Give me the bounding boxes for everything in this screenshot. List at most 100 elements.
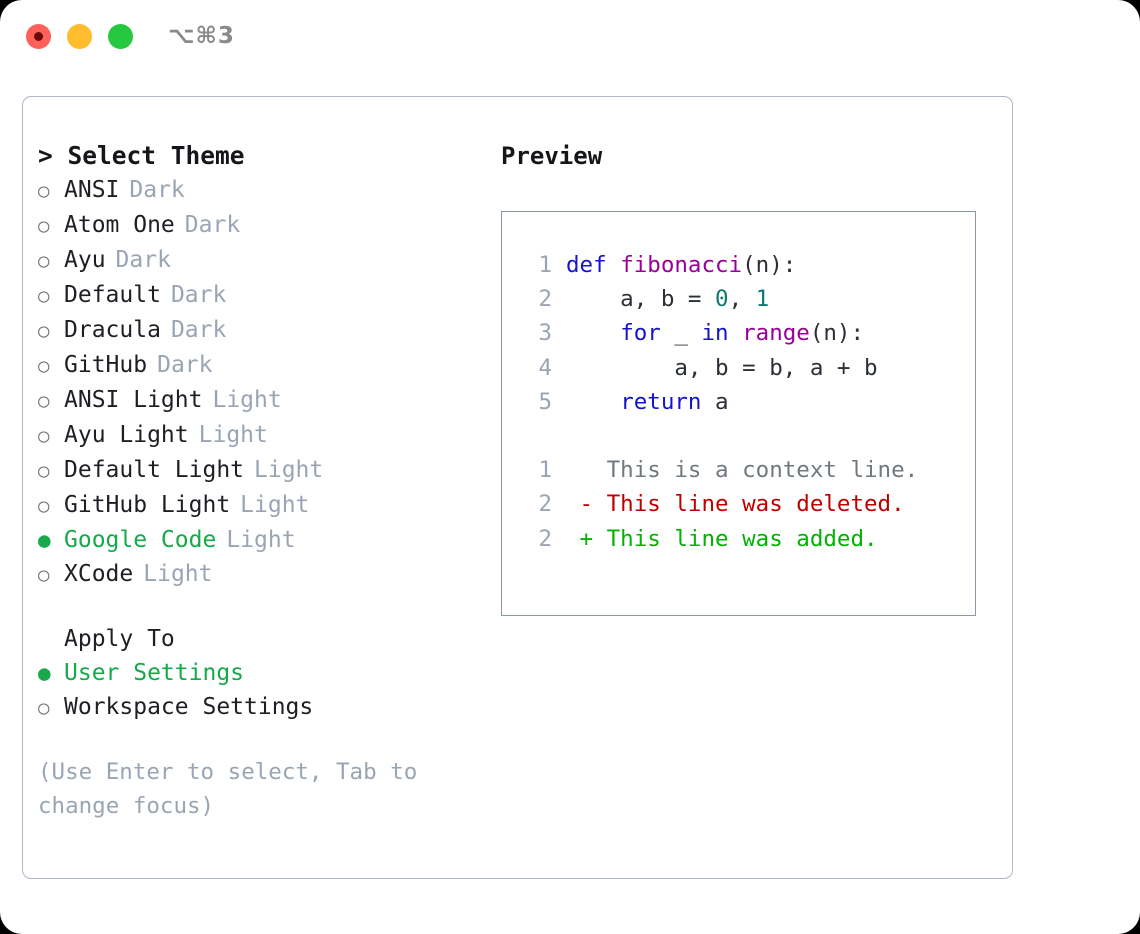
window-controls (26, 24, 133, 49)
theme-option-label: GitHub Light (64, 492, 231, 518)
code-line: 2 a, b = 0, 1 (520, 282, 975, 316)
radio-unselected-icon: ○ (38, 425, 50, 447)
line-number: 4 (538, 354, 552, 381)
theme-option[interactable]: ● Google Code Light (38, 523, 478, 557)
token-kw: for (620, 320, 661, 347)
page-title: > Select Theme (38, 141, 245, 170)
minimize-button[interactable] (67, 24, 92, 49)
code-text: for _ in range(n): (566, 316, 864, 350)
theme-option-label: Ayu (64, 247, 106, 273)
theme-variant-label: Light (254, 457, 324, 483)
line-number: 5 (538, 388, 552, 415)
theme-option-label: Default (64, 282, 161, 308)
theme-variant-label: Dark (157, 352, 213, 378)
maximize-button[interactable] (108, 24, 133, 49)
code-text: a, b = b, a + b (566, 351, 878, 385)
token-fn: range (742, 320, 810, 347)
radio-unselected-icon: ○ (38, 215, 50, 237)
diff-sample: 1 This is a context line.2 - This line w… (520, 453, 975, 556)
apply-to-option[interactable]: ○Workspace Settings (38, 690, 478, 725)
preview-title: Preview (501, 142, 603, 170)
apply-to-heading: Apply To (64, 626, 175, 652)
close-button[interactable] (26, 24, 51, 49)
code-text: a, b = 0, 1 (566, 282, 769, 316)
theme-option-label: GitHub (64, 352, 148, 378)
radio-unselected-icon: ○ (38, 320, 50, 342)
token-pln: (n): (809, 320, 865, 347)
theme-option[interactable]: ○ XCode Light (38, 557, 478, 592)
token-add: + This line was added. (566, 525, 878, 552)
theme-option-label: ANSI (64, 177, 120, 203)
diff-line: 2 + This line was added. (520, 522, 975, 556)
theme-option-label: ANSI Light (64, 387, 203, 413)
radio-selected-icon: ● (38, 661, 51, 685)
theme-option[interactable]: ○ ANSI Light Light (38, 383, 478, 418)
line-number: 2 (538, 286, 552, 313)
theme-option-label: Default Light (64, 457, 245, 483)
theme-variant-label: Dark (129, 177, 185, 203)
diff-line: 1 This is a context line. (520, 453, 975, 487)
radio-unselected-icon: ○ (38, 564, 50, 586)
theme-variant-label: Light (212, 387, 282, 413)
token-kw: in (701, 320, 729, 347)
theme-variant-label: Light (198, 422, 268, 448)
theme-option[interactable]: ○ Default Light Light (38, 453, 478, 488)
token-pln: , (728, 286, 756, 313)
theme-variant-label: Dark (184, 212, 241, 238)
radio-unselected-icon: ○ (38, 460, 50, 482)
theme-option[interactable]: ○ Ayu Light Light (38, 418, 478, 453)
keyboard-hint-text: (Use Enter to select, Tab to change focu… (38, 759, 418, 819)
code-line: 4 a, b = b, a + b (520, 351, 975, 385)
radio-selected-icon: ● (38, 528, 51, 552)
code-text: This is a context line. (566, 453, 919, 487)
title-bar: ⌥⌘3 (0, 0, 1140, 78)
token-ctx: This is a context line. (566, 457, 919, 484)
code-text: return a (566, 385, 729, 419)
theme-option-label: Dracula (64, 317, 161, 343)
diff-line: 2 - This line was deleted. (520, 487, 975, 521)
token-pln: a, b = (566, 286, 716, 313)
theme-variant-label: Light (226, 527, 296, 553)
token-num: 1 (755, 286, 770, 313)
apply-to-option[interactable]: ●User Settings (38, 656, 478, 690)
code-text: + This line was added. (566, 522, 878, 556)
code-text: def fibonacci(n): (566, 248, 796, 282)
code-spacer (520, 419, 975, 453)
token-kw: return (620, 388, 702, 415)
apply-to-option-label: Workspace Settings (64, 694, 314, 720)
line-number: 1 (538, 457, 552, 484)
token-pln: (n): (742, 252, 797, 278)
apply-to-list: ●User Settings○Workspace Settings (38, 656, 478, 725)
theme-variant-label: Dark (170, 282, 227, 308)
token-pln (729, 320, 743, 346)
theme-variant-label: Light (143, 561, 213, 587)
line-number: 3 (538, 320, 552, 347)
radio-unselected-icon: ○ (38, 390, 50, 412)
token-pln: _ (660, 320, 702, 347)
line-number: 2 (538, 525, 552, 552)
theme-option-label: Ayu Light (64, 422, 189, 448)
token-pln: a (701, 388, 729, 415)
theme-variant-label: Light (240, 492, 310, 518)
token-kw: def (566, 252, 621, 278)
token-pln: a, b = b, a + b (566, 354, 878, 381)
theme-option[interactable]: ○ Dracula Dark (38, 313, 478, 348)
token-pln (566, 389, 620, 415)
token-pln (566, 320, 620, 346)
theme-option-label: XCode (64, 561, 134, 587)
token-fn: fibonacci (620, 252, 743, 278)
theme-option-label: Google Code (64, 527, 217, 553)
theme-variant-label: Dark (170, 317, 227, 343)
